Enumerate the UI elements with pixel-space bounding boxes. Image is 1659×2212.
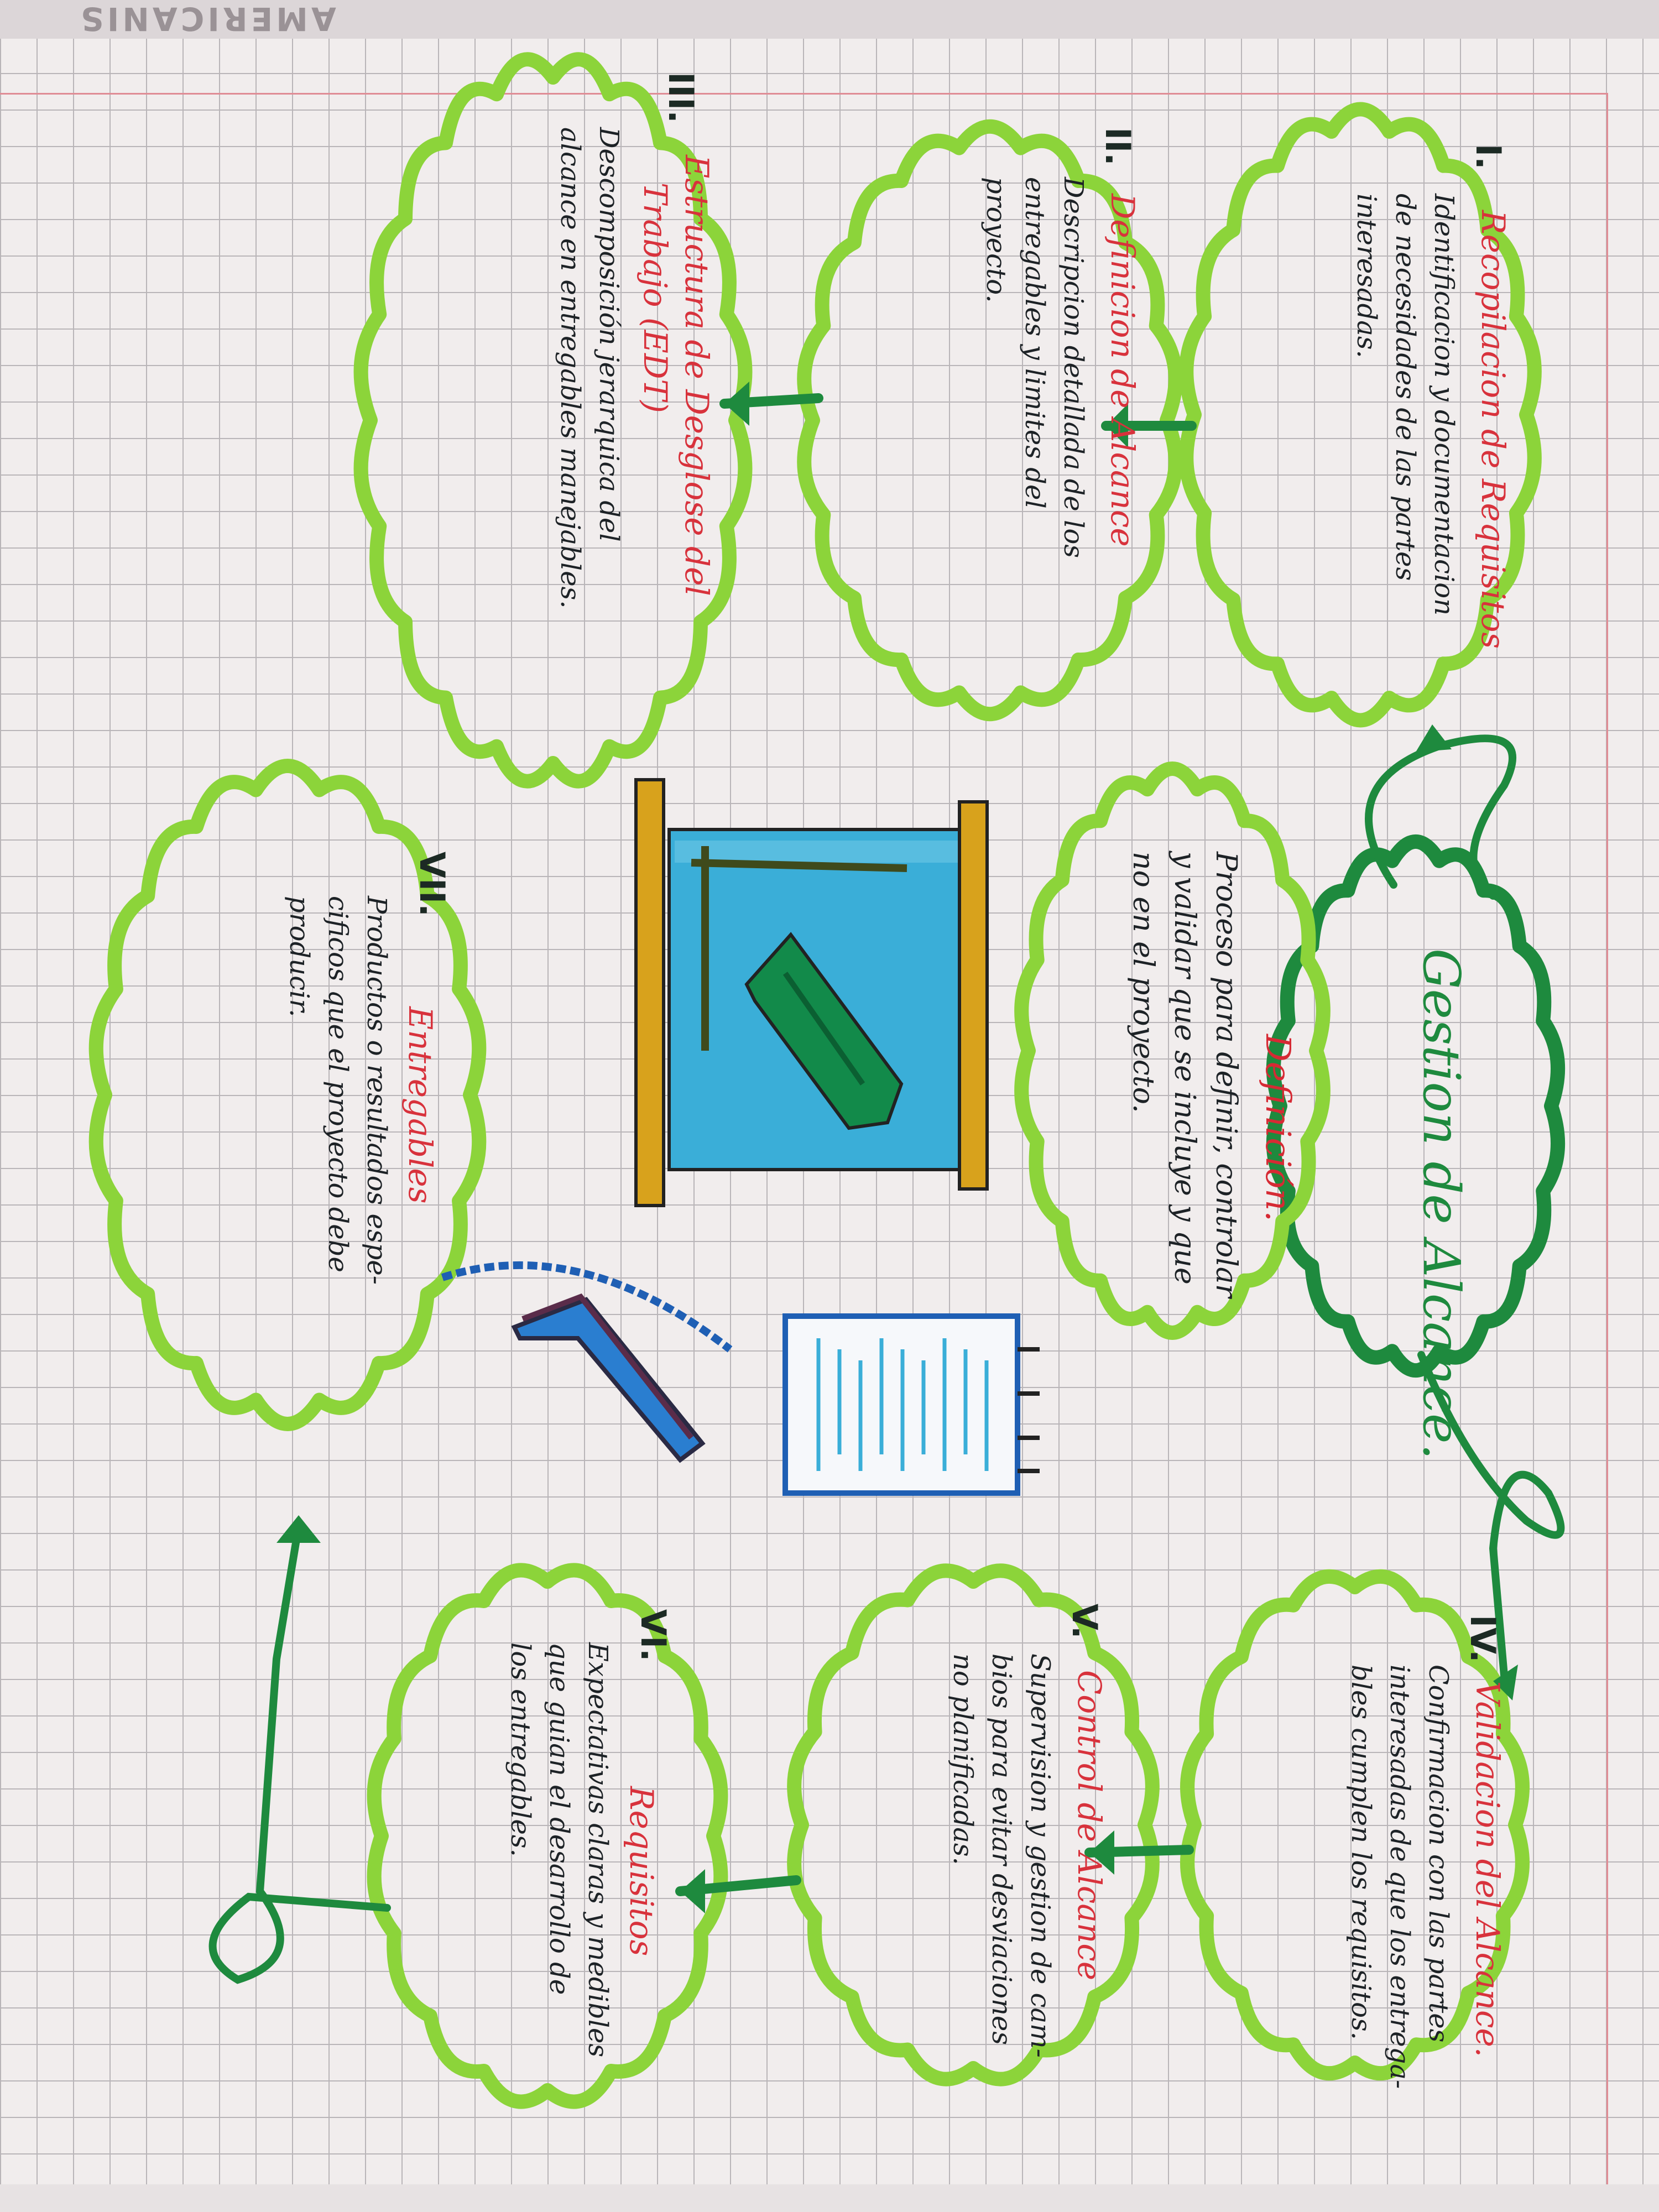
cloud-step-2 bbox=[797, 119, 1183, 721]
margin-line-right bbox=[1606, 93, 1608, 2194]
step-1-line-2: de necesidades de las partes bbox=[1390, 194, 1421, 581]
step-1-line-1: Identificacion y documentacion bbox=[1428, 193, 1459, 615]
step-4-number: IV. bbox=[1463, 1615, 1503, 1663]
step-1-line-3: interesadas. bbox=[1351, 194, 1382, 358]
document-illustration bbox=[782, 1313, 1040, 1496]
scroll-bar-horizontal bbox=[691, 859, 907, 872]
curl-title-to-step4 bbox=[1417, 1351, 1565, 1679]
cloud-step-5 bbox=[787, 1563, 1160, 2086]
step-2-line-2: entregables y limites del bbox=[1019, 177, 1050, 509]
step-6-line-2: que guian el desarrollo de bbox=[544, 1642, 575, 1995]
arrowhead-step2-icon bbox=[1106, 404, 1128, 448]
cloud-step-4 bbox=[1180, 1569, 1530, 2081]
definition-title: Definición. bbox=[1258, 1034, 1298, 1222]
step-3-line-2: alcance en entregables manejables. bbox=[555, 127, 586, 609]
step-4-title: Validacion del Alcance. bbox=[1469, 1681, 1506, 2057]
step-6-title: Requisitos bbox=[623, 1786, 660, 1956]
step-7-number: VII. bbox=[412, 852, 452, 917]
page-header-strip: AMERICANIS bbox=[0, 0, 1659, 39]
chevron-shape-icon bbox=[511, 1297, 706, 1463]
step-5-title: Control de Alcance bbox=[1071, 1670, 1108, 1980]
cloud-step-1 bbox=[1179, 102, 1542, 728]
scroll-pen-detail bbox=[782, 972, 865, 1086]
arrowhead-step3-icon bbox=[724, 382, 749, 426]
page-bottom-band bbox=[0, 2184, 1659, 2212]
margin-line-top bbox=[0, 93, 1608, 95]
step-4-group: IV. Validacion del Alcance. Confirmacion… bbox=[1345, 1615, 1506, 2089]
definition-line-1: Proceso para definir, controlar bbox=[1209, 851, 1243, 1300]
definition-line-2: y validar que se incluye y que bbox=[1168, 851, 1201, 1285]
connector-layer bbox=[208, 382, 1565, 1984]
cloud-step-6 bbox=[367, 1563, 728, 2109]
curl-step6-to-step7 bbox=[208, 1522, 391, 1984]
cloud-step-7 bbox=[88, 759, 487, 1431]
step-3-title: Estructura de Desglose del bbox=[678, 154, 716, 596]
definition-group: Definición. Proceso para definir, contro… bbox=[1126, 851, 1298, 1300]
step-3-line-1: Descomposición jerarquica del bbox=[593, 127, 624, 542]
arrowhead-step5-icon bbox=[1089, 1830, 1114, 1875]
step-7-line-2: cificos que el proyecto debe bbox=[322, 896, 353, 1272]
step-6-group: VI. Requisitos Expectativas claras y med… bbox=[505, 1609, 674, 2057]
arrowhead-step6-icon bbox=[680, 1869, 705, 1913]
step-2-title: Definicion de Alcance bbox=[1104, 193, 1141, 547]
step-1-number: I. bbox=[1468, 144, 1509, 170]
step-5-group: V. Control de Alcance Supervision y gest… bbox=[947, 1604, 1108, 2058]
scroll-illustration bbox=[634, 778, 989, 1207]
central-title-group: Gestion de Alcance. bbox=[1412, 948, 1471, 1460]
step-6-number: VI. bbox=[633, 1609, 674, 1662]
central-title: Gestion de Alcance. bbox=[1412, 948, 1471, 1460]
step-1-title: Recopilacion de Requisitos bbox=[1474, 210, 1512, 649]
step-7-group: VII. Entregables Productos o resultados … bbox=[284, 852, 452, 1285]
step-7-line-1: Productos o resultados espe- bbox=[361, 895, 392, 1285]
step-7-title: Entregables bbox=[401, 1006, 439, 1204]
chevron-drawing bbox=[441, 1261, 733, 1463]
step-3-number: III. bbox=[661, 72, 701, 123]
scroll-rod-left bbox=[634, 778, 665, 1207]
step-5-line-2: bios para evitar desviaciones bbox=[986, 1653, 1017, 2045]
step-3-group: III. Estructura de Desglose del Trabajo … bbox=[555, 72, 716, 609]
definition-line-3: no en el proyecto. bbox=[1126, 852, 1160, 1113]
cloud-step-3 bbox=[353, 52, 753, 789]
step-7-line-3: producir. bbox=[284, 896, 315, 1017]
step-4-line-2: interesadas de que los entrega- bbox=[1384, 1665, 1415, 2089]
document-lines bbox=[816, 1338, 989, 1471]
step-4-line-1: Confirmacion con las partes bbox=[1423, 1665, 1454, 2042]
cloud-layer bbox=[88, 52, 1566, 2109]
scroll-highlight bbox=[675, 841, 962, 863]
arrowhead-step4-icon bbox=[1493, 1665, 1518, 1700]
cloud-definition bbox=[1014, 761, 1331, 1340]
step-3-title-2: Trabajo (EDT) bbox=[637, 182, 674, 413]
step-2-line-3: proyecto. bbox=[980, 177, 1011, 303]
scroll-rod-right bbox=[958, 800, 989, 1191]
chevron-outline bbox=[521, 1293, 693, 1440]
step-1-group: I. Recopilacion de Requisitos Identifica… bbox=[1351, 144, 1512, 649]
step-5-line-1: Supervision y gestion de cam- bbox=[1025, 1653, 1056, 2058]
step-6-line-1: Expectativas claras y medibles bbox=[582, 1642, 613, 2057]
step-5-line-3: no planificadas. bbox=[947, 1653, 978, 1865]
step-5-number: V. bbox=[1065, 1604, 1105, 1639]
curl-title-to-step1 bbox=[1365, 734, 1516, 900]
step-2-line-1: Descripcion detallada de los bbox=[1058, 176, 1089, 558]
step-2-group: II. Definicion de Alcance Descripcion de… bbox=[980, 127, 1141, 558]
step-2-number: II. bbox=[1098, 127, 1138, 166]
step-4-line-3: bles cumplen los requisitos. bbox=[1345, 1665, 1376, 2040]
step-6-line-3: los entregables. bbox=[505, 1642, 536, 1857]
